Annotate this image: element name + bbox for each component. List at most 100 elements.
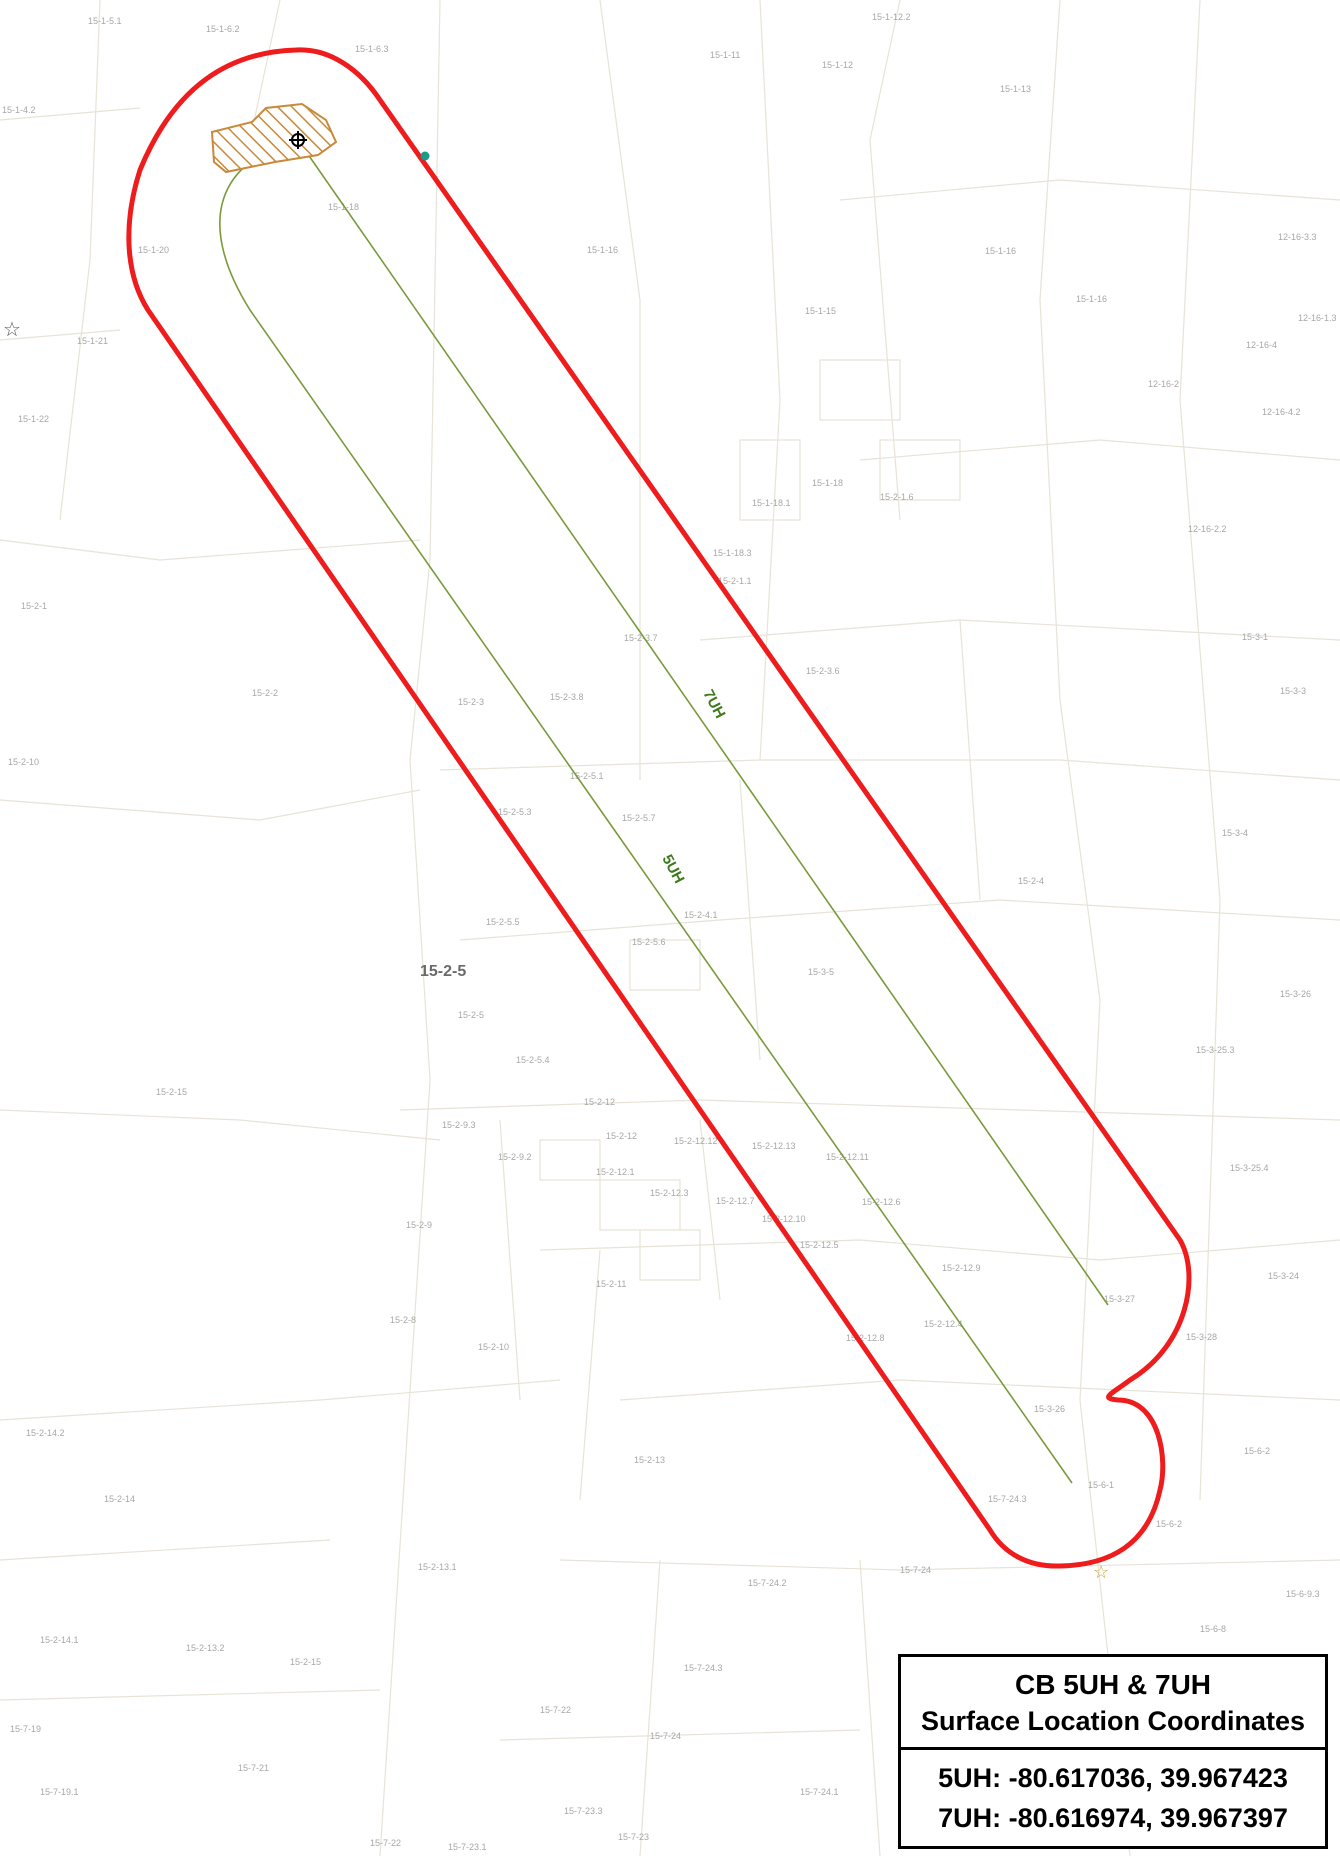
parcel-label: 15-2-12 [584,1097,615,1107]
parcel-label: 15-2-5.6 [632,937,666,947]
parcel-label: 15-2-10 [8,757,39,767]
parcel-label: 15-1-20 [138,245,169,255]
parcel-label: 15-2-5.4 [516,1055,550,1065]
coord-7uh: 7UH: -80.616974, 39.967397 [938,1803,1288,1833]
parcel-label: 15-2-5.7 [622,813,656,823]
parcel-label: 15-2-12.12 [674,1136,718,1146]
parcel-label: 12-16-2 [1148,379,1179,389]
parcel-label: 15-3-3 [1280,686,1306,696]
parcel-label: 15-1-16 [1076,294,1107,304]
parcel-label: 15-7-24.3 [988,1494,1027,1504]
legend-title: CB 5UH & 7UH [1014,1669,1212,1700]
legend-header: CB 5UH & 7UH Surface Location Coordinate… [901,1657,1325,1750]
parcel-label: 15-6-9.3 [1286,1589,1320,1599]
parcel-label: 15-2-9.3 [442,1120,476,1130]
parcel-label: 15-1-18.3 [713,548,752,558]
parcel-label: 15-3-1 [1242,632,1268,642]
well-pad-hatch [210,102,338,174]
parcel-label: 15-2-1.6 [880,492,914,502]
parcel-label: 15-1-5.1 [88,16,122,26]
coord-5uh: 5UH: -80.617036, 39.967423 [938,1763,1288,1793]
parcel-label: 15-1-12 [822,60,853,70]
well-symbol-icon[interactable] [289,131,307,149]
parcel-label: 15-2-9.2 [498,1152,532,1162]
parcel-label: 12-16-1.3 [1298,313,1337,323]
parcel-label: 15-2-11 [596,1279,626,1289]
parcel-label: 15-7-24.3 [684,1663,723,1673]
parcel-label: 15-3-28 [1186,1332,1217,1342]
parcel-label: 15-2-4 [1018,876,1044,886]
parcel-label: 15-7-23 [618,1832,649,1842]
parcel-label: 15-3-27 [1104,1294,1135,1304]
parcel-label: 15-2-1 [21,601,47,611]
parcel-label: 15-2-12.6 [862,1197,901,1207]
parcel-label: 12-16-4.2 [1262,407,1301,417]
parcel-label: 15-3-25.4 [1230,1163,1269,1173]
parcel-label: 15-2-12.5 [800,1240,839,1250]
parcel-label: 15-1-22 [18,414,49,424]
parcel-label: 15-2-8 [390,1315,416,1325]
legend-coordinates: 5UH: -80.617036, 39.967423 7UH: -80.6169… [901,1750,1325,1846]
parcel-label: 15-6-2 [1244,1446,1270,1456]
parcel-label: 15-2-13.2 [186,1643,225,1653]
parcel-label: 15-2-3.6 [806,666,840,676]
parcel-label: 15-7-23.1 [448,1842,487,1852]
parcel-label: 15-1-11 [710,50,740,60]
parcel-label: 15-2-3 [458,697,484,707]
parcel-label: 15-3-4 [1222,828,1248,838]
parcel-label: 15-2-14 [104,1494,135,1504]
parcel-label: 15-2-12.7 [716,1196,755,1206]
parcel-label: 15-7-19 [10,1724,41,1734]
parcel-label: 15-2-12.10 [762,1214,806,1224]
parcel-label: 15-3-24 [1268,1271,1299,1281]
well-marker-dot[interactable] [420,151,430,161]
parcel-label: 15-3-5 [808,967,834,977]
parcel-label: 15-2-12 [606,1131,637,1141]
parcel-label: 15-2-13.1 [418,1562,457,1572]
parcel-label: 15-7-21 [238,1763,269,1773]
lateral-7uh-path [297,139,1109,1306]
parcel-label: 15-7-22 [540,1705,571,1715]
parcel-label: 15-3-26 [1034,1404,1065,1414]
parcel-label: 15-7-19.1 [40,1787,79,1797]
parcel-labels: 15-1-5.115-1-6.215-1-6.315-1-12.215-1-11… [2,12,1337,1852]
parcel-label: 15-1-15 [805,306,836,316]
parcel-label: 15-1-6.2 [206,24,240,34]
star-icon: ☆ [1093,1562,1109,1582]
parcel-label: 15-2-2 [252,688,278,698]
parcel-label: 15-2-12.8 [846,1333,885,1343]
parcel-label: 12-16-2.2 [1188,524,1227,534]
parcel-label: 15-7-24.1 [800,1787,839,1797]
parcel-label: 15-2-9 [406,1220,432,1230]
parcel-label: 15-2-12.3 [650,1188,689,1198]
parcel-label: 15-2-13 [634,1455,665,1465]
parcel-label: 15-1-16 [587,245,618,255]
parcel-label: 15-2-12.4 [924,1319,963,1329]
parcel-label: 15-1-18.1 [752,498,791,508]
lateral-label-5uh: 5UH [658,852,687,886]
coordinates-legend: CB 5UH & 7UH Surface Location Coordinate… [898,1654,1328,1849]
parcel-label: 15-2-5.3 [498,807,532,817]
parcel-label: 15-2-10 [478,1342,509,1352]
star-icon: ☆ [3,319,21,341]
lateral-label-7uh: 7UH [699,687,728,721]
parcel-label: 15-2-15 [290,1657,321,1667]
parcel-label: 15-7-24.2 [748,1578,787,1588]
parcel-label: 15-6-1 [1088,1480,1114,1490]
parcel-label: 15-2-4.1 [684,910,718,920]
parcel-label: 15-6-8 [1200,1624,1226,1634]
parcel-label: 15-2-5 [458,1010,484,1020]
parcel-label: 15-2-14.2 [26,1428,65,1438]
parcel-label: 15-1-12.2 [872,12,911,22]
unit-boundary [126,47,1192,1569]
parcel-label: 15-1-4.2 [2,105,36,115]
parcel-label: 15-2-3.7 [624,633,658,643]
parcel-label: 15-1-18 [812,478,843,488]
parcel-label: 12-16-3.3 [1278,232,1317,242]
parcel-label: 15-7-24 [900,1565,931,1575]
parcel-label: 15-7-23.3 [564,1806,603,1816]
parcel-label: 15-7-22 [370,1838,401,1848]
parcel-label: 15-2-1.1 [718,576,752,586]
